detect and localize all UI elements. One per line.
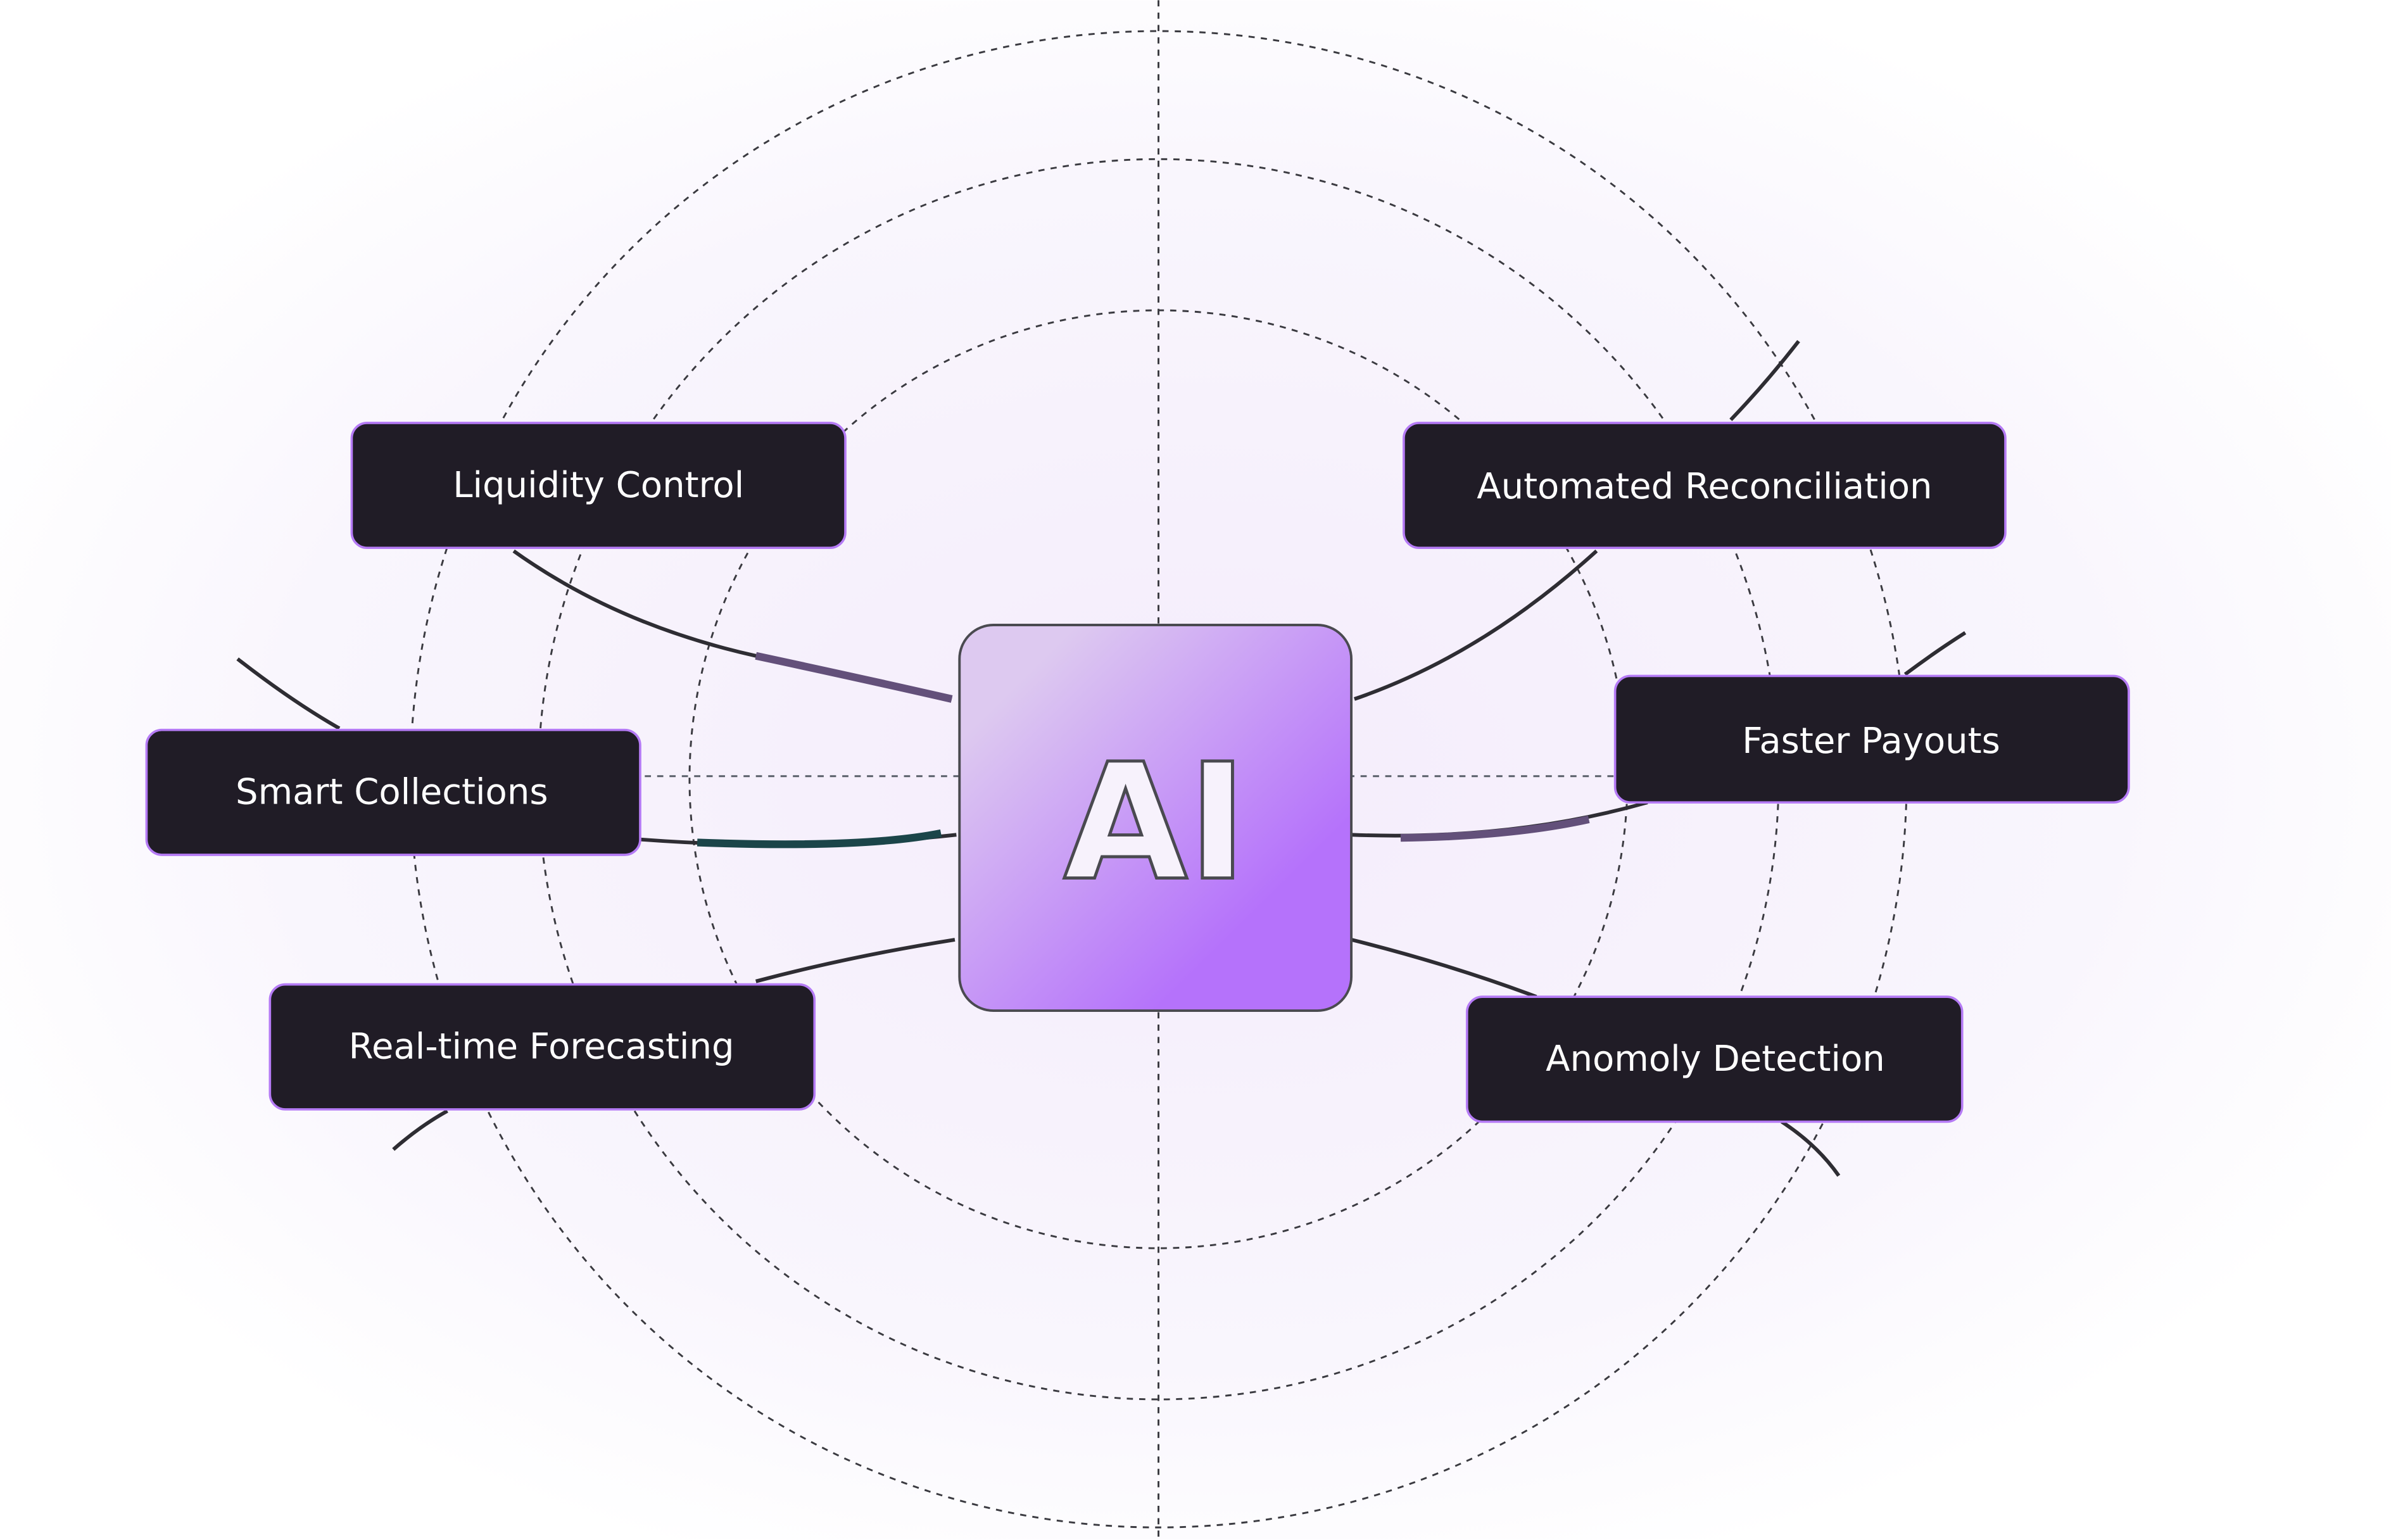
connector-liquidity-accent xyxy=(755,652,953,703)
node-box xyxy=(1613,674,2130,804)
node-box xyxy=(1403,422,2007,550)
node-box xyxy=(145,728,641,856)
node-liquidity-control[interactable]: Liquidity Control xyxy=(350,422,847,550)
node-label: Real-time Forecasting xyxy=(349,1026,735,1068)
node-box xyxy=(1465,995,1964,1123)
connector-anomaly xyxy=(1351,938,1537,999)
tail-anomaly xyxy=(1781,1120,1841,1177)
node-real-time-forecasting[interactable]: Real-time Forecasting xyxy=(268,983,816,1111)
connector-smart-collections-accent xyxy=(697,829,942,849)
node-smart-collections[interactable]: Smart Collections xyxy=(145,728,641,856)
node-label: Liquidity Control xyxy=(453,465,744,506)
connectors xyxy=(236,339,1967,1177)
tail-payouts xyxy=(1903,631,1967,676)
node-automated-reconciliation[interactable]: Automated Reconciliation xyxy=(1403,422,2007,550)
ai-center-box xyxy=(958,624,1353,1012)
node-label: Automated Reconciliation xyxy=(1477,466,1932,507)
ai-center-label: AI xyxy=(1063,729,1247,916)
node-label: Smart Collections xyxy=(236,772,548,813)
node-box xyxy=(350,422,847,550)
tail-smart-collections xyxy=(236,657,341,730)
connector-reconciliation xyxy=(1353,549,1598,701)
node-label: Anomoly Detection xyxy=(1546,1038,1885,1080)
node-faster-payouts[interactable]: Faster Payouts xyxy=(1613,674,2130,804)
node-label: Faster Payouts xyxy=(1742,721,2000,762)
node-anomaly-detection[interactable]: Anomoly Detection xyxy=(1465,995,1964,1123)
node-box xyxy=(268,983,816,1111)
connector-payouts-accent xyxy=(1400,816,1590,842)
tail-reconciliation xyxy=(1729,339,1800,422)
ai-center-node[interactable]: AI xyxy=(958,624,1353,1012)
tail-forecasting xyxy=(392,1109,448,1151)
connector-forecasting xyxy=(755,938,956,983)
